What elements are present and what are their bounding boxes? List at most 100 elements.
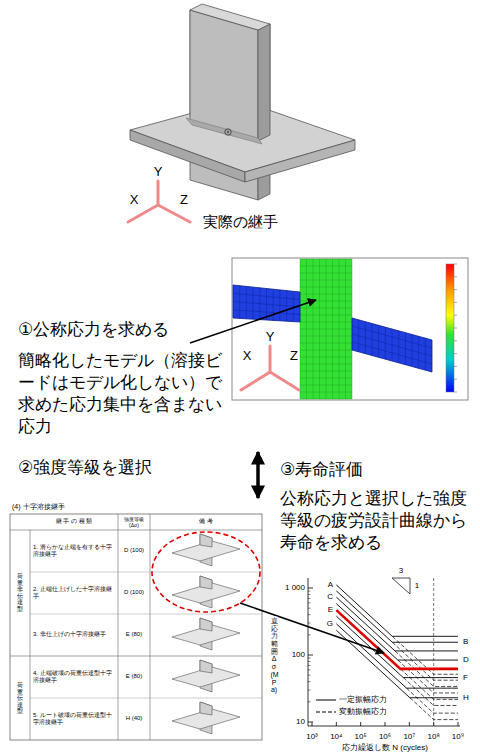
mesh-line <box>300 343 352 344</box>
leader-arrow <box>240 603 384 653</box>
fe-mesh <box>300 259 352 399</box>
table-cell: 1. 滑らかな止端を有する十字溶接継手 <box>33 544 115 558</box>
x-tick <box>458 722 459 726</box>
axis-label: Y <box>154 164 163 180</box>
fe-model <box>232 258 468 400</box>
axis-title: 応力繰返し数 N (cycles) <box>342 743 428 753</box>
joint-sketch <box>172 618 240 650</box>
sketch-plate <box>200 534 212 547</box>
weld-bead <box>186 118 262 144</box>
y-minor-tick <box>308 669 311 670</box>
variable-amplitude-curve <box>392 642 458 680</box>
mesh-line <box>300 336 352 337</box>
mesh-line <box>300 329 352 330</box>
mesh-line <box>233 302 300 308</box>
constant-amplitude-curve <box>336 604 458 660</box>
scale-tick <box>454 276 457 277</box>
variable-amplitude-curve <box>410 698 458 720</box>
table-cell: 4. 止端破壊の荷重伝達型十字溶接継手 <box>33 670 115 684</box>
x-tick <box>360 722 361 726</box>
selected-curve <box>336 610 458 669</box>
table-rule <box>30 698 262 699</box>
mesh-line <box>300 266 352 267</box>
constant-amplitude-curve <box>336 624 458 688</box>
legend-entry: 一定振幅応力 <box>316 694 387 706</box>
y-tick <box>308 588 313 589</box>
table-cell: D (100) <box>124 547 144 554</box>
table-rule <box>10 530 262 531</box>
vertical-plate <box>190 10 258 141</box>
center-marker <box>225 129 231 135</box>
mesh-line <box>352 326 432 348</box>
x-tick <box>336 722 337 726</box>
scale-tick <box>454 302 457 303</box>
vertical-plate-top <box>190 4 270 30</box>
curve-label: A <box>328 580 333 590</box>
y-minor-tick <box>308 658 311 659</box>
slope-label: 3 <box>399 566 403 576</box>
mesh-line <box>233 293 300 299</box>
step-note: 公称応力と選択した強度等級の疲労設計曲線から寿命を求める <box>280 488 468 554</box>
tick-label: 10³ <box>306 732 318 742</box>
mesh-line <box>300 315 352 316</box>
table-header: 強度等級 (Δσ) <box>119 516 149 528</box>
sketch-plate <box>200 576 212 589</box>
scale-tick <box>454 340 457 341</box>
scale-tick <box>454 392 457 393</box>
y-minor-tick <box>308 608 311 609</box>
axis-label: X <box>243 348 252 364</box>
table-cell: 3. 非仕上げの十字溶接継手 <box>33 631 115 638</box>
axis-triad <box>241 346 299 390</box>
table-cell: 5. ルート破壊の荷重伝達型十字溶接継手 <box>33 712 115 726</box>
sketch-plate <box>200 702 212 715</box>
mesh-line <box>233 310 300 315</box>
axis-label: X <box>130 192 139 208</box>
curve-label: B <box>463 637 468 647</box>
x-axis <box>308 726 460 727</box>
y-minor-tick <box>308 598 311 599</box>
mesh-line <box>300 364 352 365</box>
y-minor-tick <box>308 681 311 682</box>
table-rule <box>30 614 262 615</box>
constant-amplitude-curve <box>336 591 458 642</box>
x-tick <box>409 722 410 726</box>
axis-arm <box>241 372 270 390</box>
table-rule <box>118 514 119 740</box>
joint-sketch <box>172 576 240 608</box>
y-minor-tick <box>308 675 311 676</box>
y-minor-tick <box>308 591 311 592</box>
table-cell: E (80) <box>126 631 142 638</box>
tick-label: 10⁶ <box>379 732 391 742</box>
table-rule <box>30 572 262 573</box>
joint-drawing <box>130 4 355 200</box>
mesh-line <box>300 301 352 302</box>
curve-label: H <box>463 693 469 703</box>
y-minor-tick <box>308 602 311 603</box>
axis-arm <box>158 205 190 222</box>
center-marker <box>227 131 229 133</box>
axis-arm <box>269 346 272 372</box>
joint-sketch <box>172 660 240 692</box>
axis-triad <box>128 181 190 222</box>
scale-tick <box>454 328 457 329</box>
slope-label: 1 <box>415 581 419 591</box>
y-minor-tick <box>308 634 311 635</box>
mesh-line <box>300 371 352 372</box>
curve-label: E <box>328 605 333 615</box>
table-frame <box>10 514 262 740</box>
joint-sketch <box>172 534 240 566</box>
curve-label: C <box>327 592 333 602</box>
curve-label: F <box>463 673 468 683</box>
y-minor-tick <box>308 594 311 595</box>
tick-label: 10⁴ <box>330 732 342 742</box>
tick-label: 10⁵ <box>355 732 367 742</box>
x-tick <box>312 722 313 726</box>
axis-label: Z <box>180 192 188 208</box>
mesh-line <box>300 399 352 400</box>
leader-arrow <box>190 300 316 343</box>
legend-text: 変動振幅応力 <box>339 707 387 717</box>
y-minor-tick <box>308 661 311 662</box>
double-arrow <box>256 452 260 498</box>
axis-label: Y <box>266 329 275 345</box>
legend-entry: 変動振幅応力 <box>316 706 387 718</box>
